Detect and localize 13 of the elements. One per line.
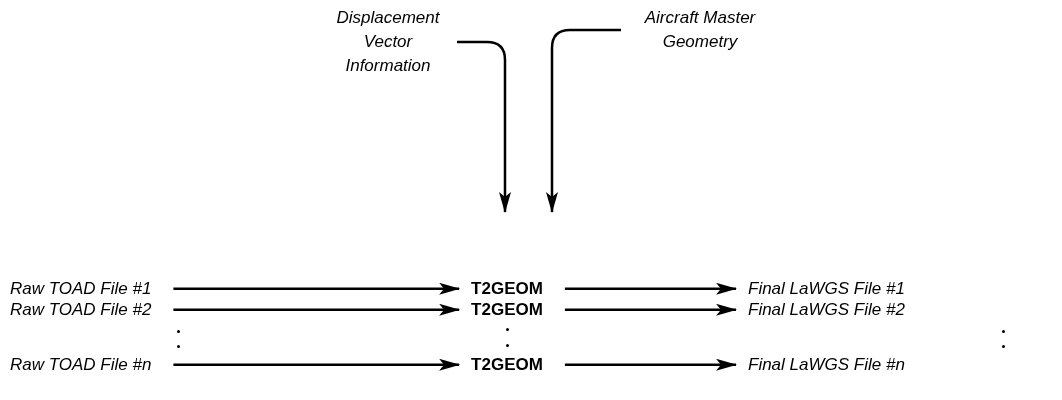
file-label: Raw TOAD File #n	[10, 352, 152, 378]
process-label: T2GEOM	[471, 352, 543, 378]
arrow	[173, 282, 461, 295]
arrow	[173, 303, 461, 316]
arrow	[546, 28, 621, 213]
input-label: Displacement Vector Information	[323, 6, 453, 78]
input-label: Aircraft Master Geometry	[635, 6, 765, 54]
file-label: Final LaWGS File #n	[748, 352, 905, 378]
arrow	[457, 40, 511, 213]
arrow	[564, 358, 737, 371]
arrow	[564, 282, 737, 295]
arrow	[564, 303, 737, 316]
arrow	[173, 358, 461, 371]
